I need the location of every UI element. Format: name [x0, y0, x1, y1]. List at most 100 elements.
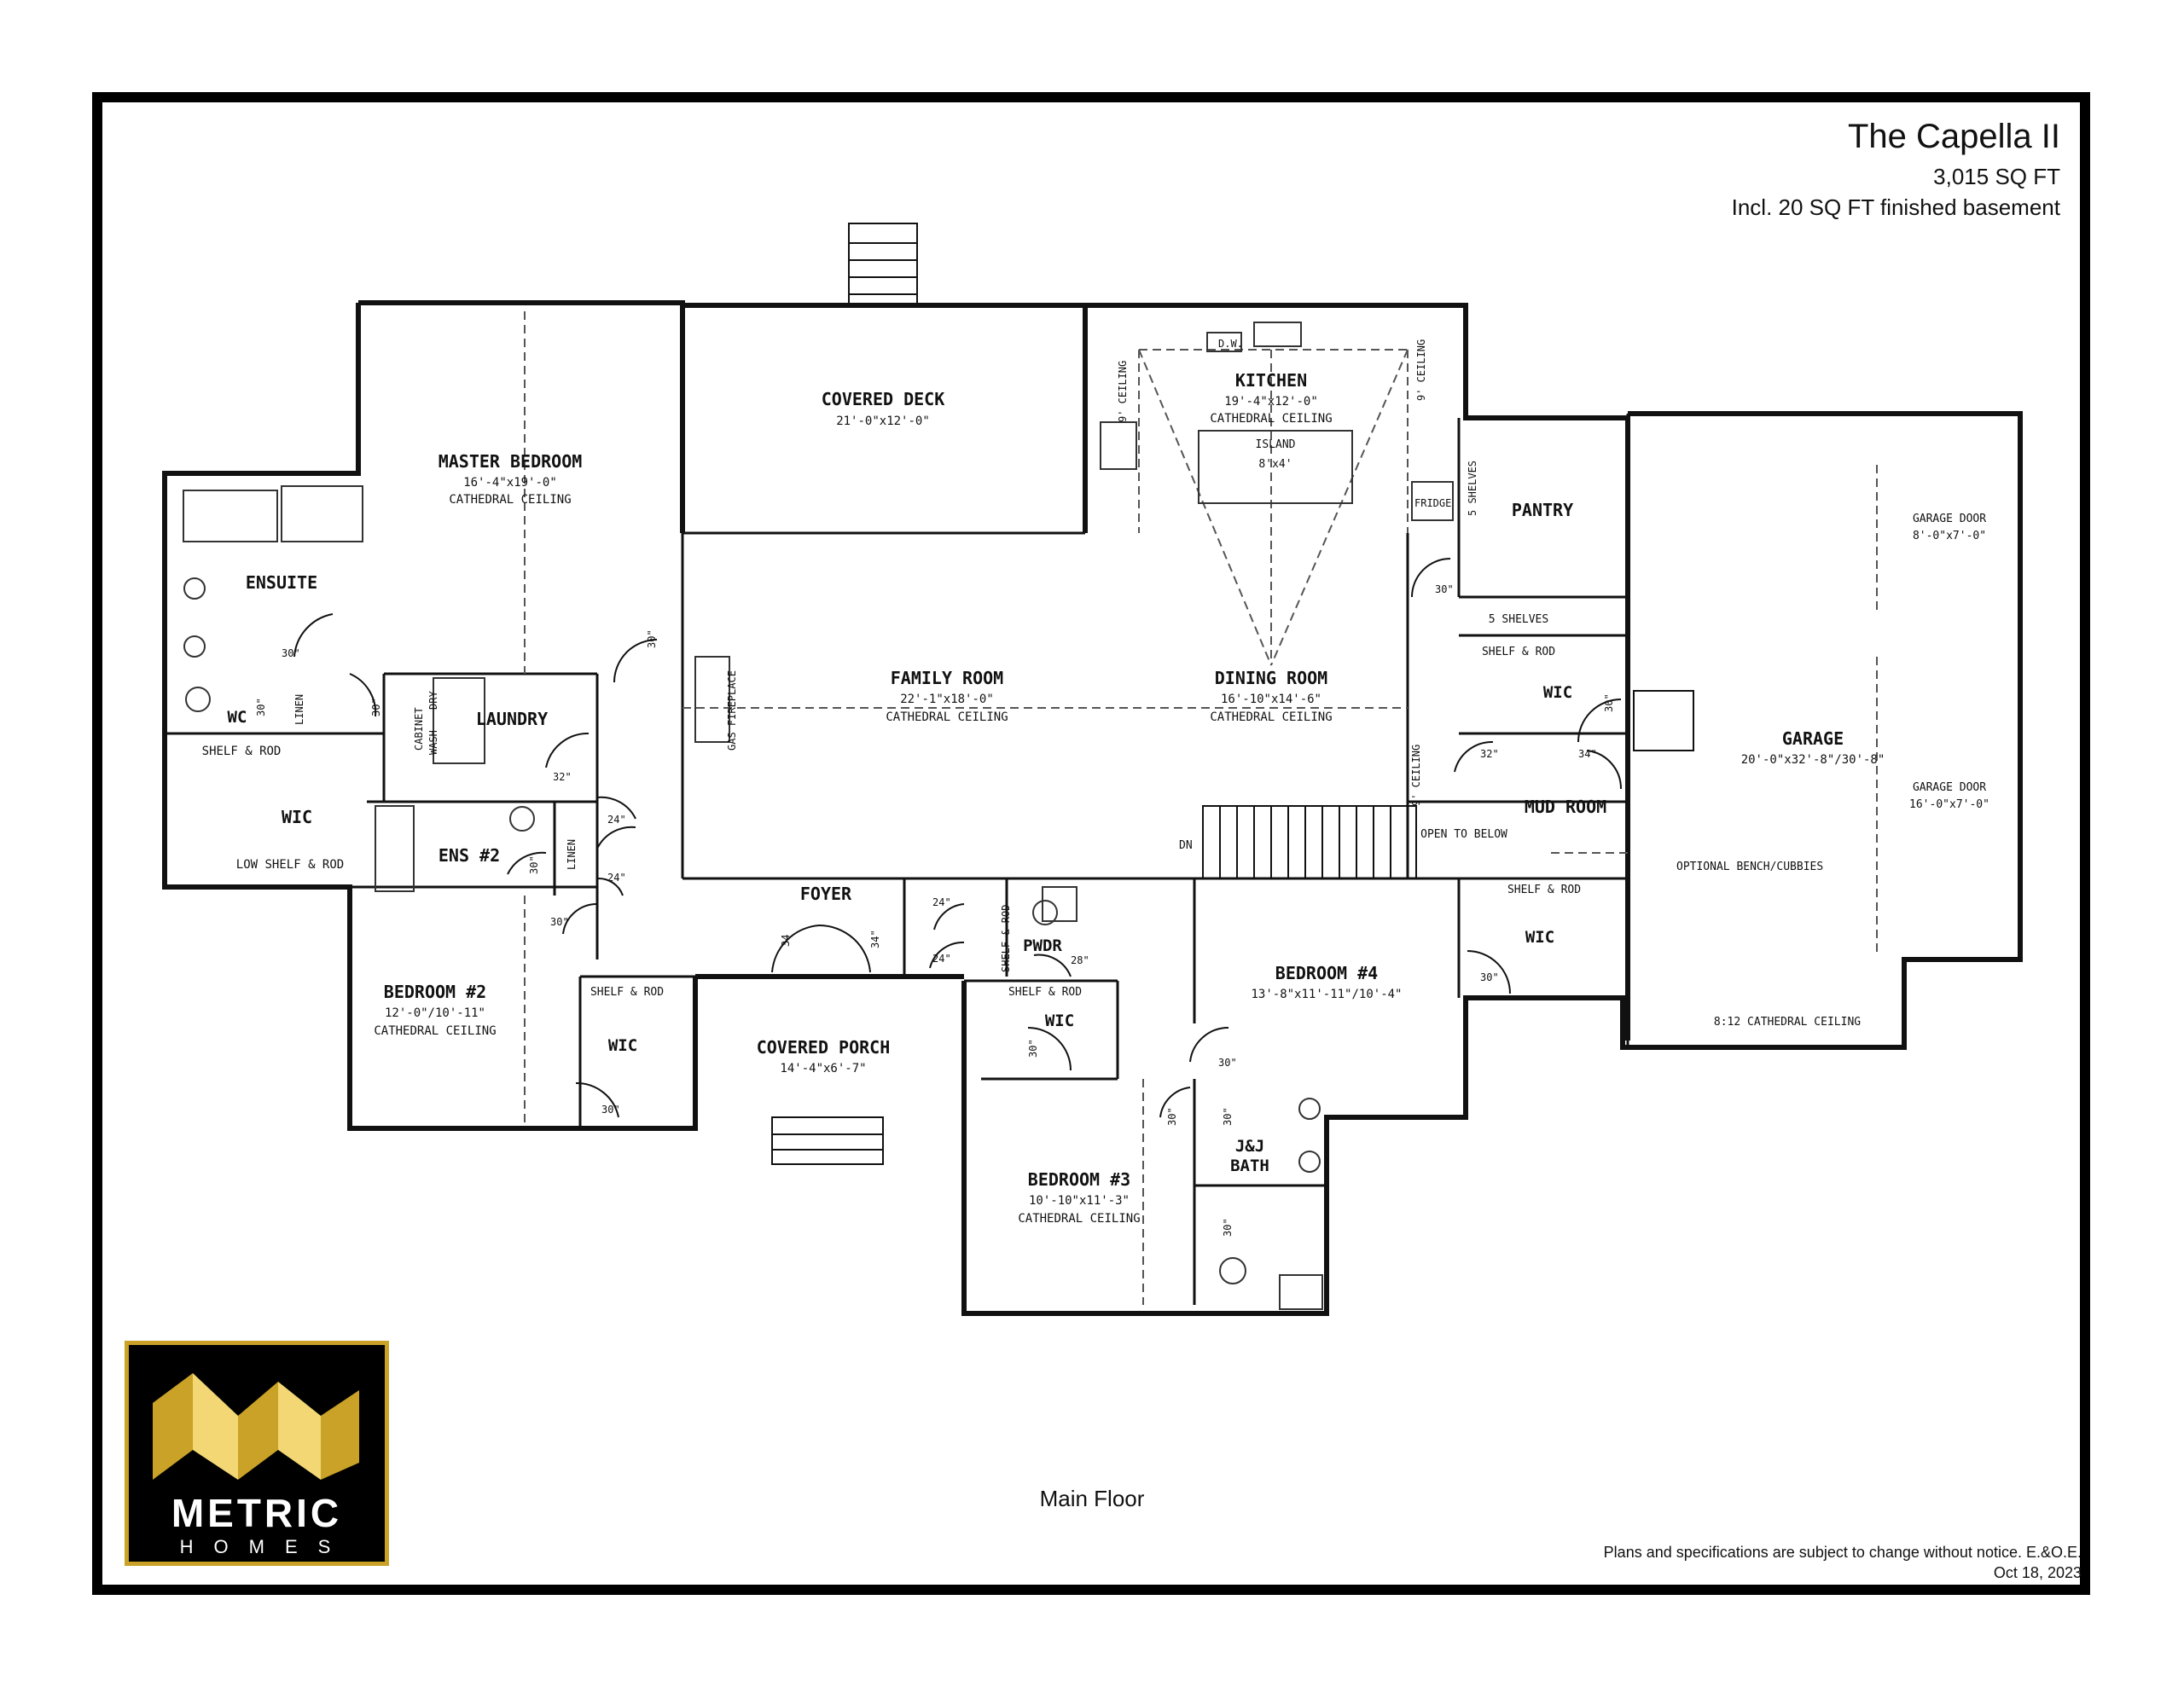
- shelf-rod-foyer: SHELF & ROD: [1000, 905, 1012, 972]
- door-mark: 30": [1435, 583, 1454, 595]
- wic-b2-label: WIC: [608, 1036, 637, 1055]
- foyer-label: FOYER: [800, 884, 852, 904]
- dining-room-label: DINING ROOM: [1215, 668, 1327, 688]
- shelf-rod-master: SHELF & ROD: [202, 745, 282, 758]
- door-mark: 30": [550, 916, 569, 928]
- covered-porch-size: 14'-4"x6'-7": [780, 1062, 866, 1075]
- plan-title: The Capella II: [1847, 118, 2060, 155]
- door-mark: 32": [1480, 748, 1499, 760]
- jj-bath-label-2: BATH: [1230, 1157, 1269, 1175]
- door-mark: 28": [1071, 954, 1089, 966]
- plan-area-note: Incl. 20 SQ FT finished basement: [1731, 194, 2060, 220]
- door-mark: 30": [1166, 1107, 1178, 1126]
- door-mark: 30": [1603, 693, 1615, 712]
- bedroom2-ceiling: CATHEDRAL CEILING: [374, 1024, 496, 1038]
- mud-room-label: MUD ROOM: [1525, 797, 1606, 817]
- covered-porch-label: COVERED PORCH: [757, 1037, 891, 1058]
- door-mark: 30": [1218, 1057, 1237, 1069]
- master-bedroom-label: MASTER BEDROOM: [439, 451, 583, 472]
- door-mark: 30": [1222, 1107, 1234, 1126]
- dining-room-ceiling: CATHEDRAL CEILING: [1210, 710, 1332, 724]
- garage-door-2-label: GARAGE DOOR: [1913, 781, 1986, 794]
- page-frame: [92, 92, 2090, 1595]
- wic-b3-label: WIC: [1045, 1012, 1074, 1030]
- shelf-rod-b2: SHELF & ROD: [590, 986, 664, 999]
- garage-door-1-label: GARAGE DOOR: [1913, 513, 1986, 525]
- interior-walls: [165, 305, 1629, 1305]
- fridge-label: FRIDGE: [1414, 497, 1451, 509]
- bedroom2-size: 12'-0"/10'-11": [385, 1006, 485, 1020]
- garage-label: GARAGE: [1782, 728, 1844, 749]
- covered-deck-size: 21'-0"x12'-0": [836, 415, 930, 428]
- covered-deck-label: COVERED DECK: [822, 389, 945, 409]
- logo-sub: HOMES: [179, 1536, 351, 1557]
- ensuite-label: ENSUITE: [246, 572, 317, 593]
- plan-date: Oct 18, 2023: [1993, 1564, 2082, 1581]
- five-shelves-vertical: 5 SHELVES: [1467, 461, 1478, 516]
- room-labels: COVERED DECK 21'-0"x12'-0" KITCHEN 19'-4…: [202, 338, 1989, 1226]
- door-mark: 30": [255, 698, 267, 716]
- ceiling-9-kitchen-right: 9' CEILING: [1415, 339, 1427, 401]
- cabinet-label: CABINET: [413, 707, 425, 751]
- door-mark: 30": [1222, 1218, 1234, 1237]
- metric-homes-logo: METRIC HOMES: [125, 1341, 389, 1566]
- bedroom4-label: BEDROOM #4: [1275, 963, 1378, 983]
- door-mark: 24": [932, 953, 951, 965]
- shelf-rod-wic-kitchen: SHELF & ROD: [1482, 646, 1555, 658]
- optional-bench-label: OPTIONAL BENCH/CUBBIES: [1676, 861, 1823, 873]
- kitchen-label: KITCHEN: [1235, 370, 1307, 391]
- door-mark: 34": [869, 930, 881, 948]
- door-mark: 30": [282, 647, 300, 659]
- logo-mark-icon: [153, 1373, 359, 1480]
- five-shelves-horizontal: 5 SHELVES: [1489, 613, 1548, 626]
- logo-word: METRIC: [171, 1491, 343, 1535]
- dry-label: DRY: [427, 691, 439, 710]
- kitchen-size: 19'-4"x12'-0": [1224, 395, 1318, 409]
- island-label: ISLAND: [1256, 438, 1296, 451]
- island-size: 8'x4': [1258, 458, 1292, 471]
- pantry-label: PANTRY: [1512, 500, 1573, 520]
- door-mark: 34": [1578, 748, 1597, 760]
- gas-fireplace-label: GAS FIREPLACE: [726, 670, 738, 751]
- wic-b4-label: WIC: [1525, 928, 1554, 947]
- family-room-size: 22'-1"x18'-0": [900, 693, 994, 706]
- door-mark: 24": [932, 896, 951, 908]
- dn-label: DN: [1179, 839, 1193, 852]
- pwdr-label: PWDR: [1023, 936, 1062, 955]
- bedroom3-label: BEDROOM #3: [1028, 1169, 1130, 1190]
- master-bedroom-ceiling: CATHEDRAL CEILING: [449, 493, 571, 507]
- dashed-lines: [524, 311, 1878, 1305]
- master-bedroom-size: 16'-4"x19'-0": [463, 476, 557, 490]
- shelf-rod-b4: SHELF & ROD: [1507, 884, 1581, 896]
- stairs: [771, 223, 1694, 1165]
- ens2-label: ENS #2: [439, 845, 500, 866]
- laundry-label: LAUNDRY: [476, 709, 548, 729]
- door-mark: 30": [646, 629, 658, 648]
- linen-label-1: LINEN: [293, 694, 305, 725]
- bedroom3-size: 10'-10"x11'-3": [1029, 1194, 1130, 1208]
- ceiling-9-kitchen-left: 9' CEILING: [1117, 361, 1129, 422]
- shelf-rod-b3: SHELF & ROD: [1008, 986, 1082, 999]
- wc-label: WC: [228, 708, 247, 727]
- floor-label: Main Floor: [1039, 1486, 1145, 1511]
- linen-label-2: LINEN: [566, 839, 578, 870]
- door-mark: 34: [780, 935, 792, 947]
- disclaimer: Plans and specifications are subject to …: [1603, 1544, 2082, 1561]
- family-room-ceiling: CATHEDRAL CEILING: [886, 710, 1008, 724]
- dining-room-size: 16'-10"x14'-6": [1221, 693, 1321, 706]
- door-mark: 24": [607, 872, 626, 884]
- door-mark: 32": [553, 771, 572, 783]
- garage-ceiling: 8:12 CATHEDRAL CEILING: [1714, 1016, 1861, 1029]
- door-size-marks: 30" 30" 30" 30" 32" 24" 24" 30" 30" 30" …: [255, 583, 1615, 1237]
- garage-door-1-size: 8'-0"x7'-0": [1913, 530, 1986, 542]
- ceiling-9-stairs: 9' CEILING: [1410, 745, 1422, 806]
- door-mark: 24": [607, 814, 626, 826]
- wic-master-label: WIC: [282, 807, 312, 827]
- bedroom3-ceiling: CATHEDRAL CEILING: [1018, 1212, 1140, 1226]
- door-swings: [293, 558, 1623, 1118]
- door-mark: 30": [528, 855, 540, 874]
- plan-area: 3,015 SQ FT: [1933, 164, 2060, 189]
- fixtures: [183, 322, 1454, 1310]
- garage-door-2-size: 16'-0"x7'-0": [1909, 798, 1989, 811]
